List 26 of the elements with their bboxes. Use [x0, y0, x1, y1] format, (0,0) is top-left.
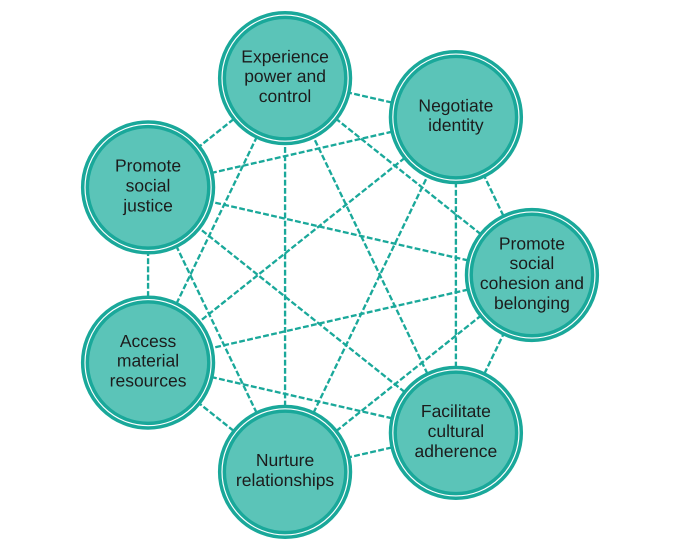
- connector: [146, 252, 150, 297]
- node-circle: Experience power and control: [218, 10, 352, 146]
- node-circle: Access material resources: [80, 295, 216, 430]
- connector: [454, 183, 458, 368]
- node-circle: Negotiate identity: [388, 50, 524, 184]
- connector: [212, 376, 392, 420]
- connector: [198, 157, 406, 323]
- connector: [336, 118, 482, 236]
- connector: [483, 334, 505, 374]
- connector: [348, 446, 392, 458]
- node-circle: Facilitate cultural adherence: [388, 366, 524, 500]
- connector: [176, 246, 258, 414]
- connector: [284, 144, 286, 406]
- connector: [198, 227, 406, 393]
- connector: [336, 315, 482, 432]
- connector: [175, 136, 258, 304]
- connector: [212, 130, 392, 174]
- connector: [312, 136, 429, 374]
- connector: [198, 402, 234, 432]
- node-circle: Promote social cohesion and belonging: [464, 208, 600, 342]
- connector: [483, 176, 504, 216]
- connector: [312, 176, 428, 414]
- connector: [198, 118, 234, 148]
- connector: [348, 92, 392, 104]
- node-circle: Promote social justice: [80, 120, 216, 255]
- node-circle: Nurture relationships: [218, 404, 352, 540]
